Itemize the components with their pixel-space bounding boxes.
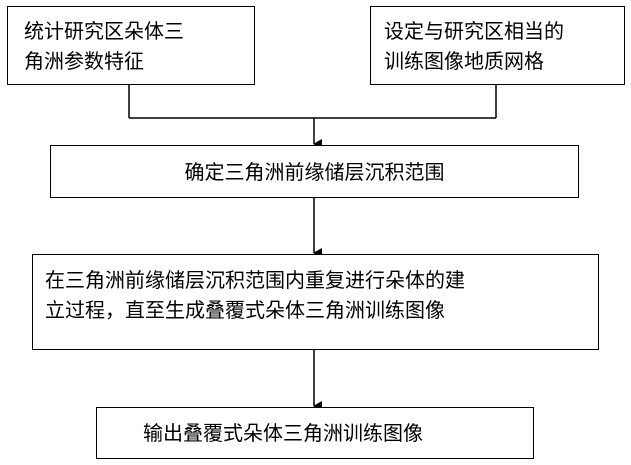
grid-box: 设定与研究区相当的 训练图像地质网格	[370, 6, 625, 85]
output-box: 输出叠覆式朵体三角洲训练图像	[96, 407, 534, 459]
range-box: 确定三角洲前缘储层沉积范围	[50, 145, 579, 198]
stats-box-line-1: 统计研究区朵体三	[24, 16, 254, 46]
build-box: 在三角洲前缘储层沉积范围内重复进行朵体的建 立过程，直至生成叠覆式朵体三角洲训练…	[32, 254, 599, 350]
build-box-line-1: 在三角洲前缘储层沉积范围内重复进行朵体的建	[45, 265, 598, 295]
output-box-text: 输出叠覆式朵体三角洲训练图像	[143, 418, 533, 448]
stats-box: 统计研究区朵体三 角洲参数特征	[7, 6, 255, 85]
range-box-text: 确定三角洲前缘储层沉积范围	[51, 157, 578, 187]
grid-box-line-1: 设定与研究区相当的	[384, 16, 624, 46]
stats-box-line-2: 角洲参数特征	[24, 46, 254, 76]
build-box-line-2: 立过程，直至生成叠覆式朵体三角洲训练图像	[45, 295, 598, 325]
grid-box-line-2: 训练图像地质网格	[384, 46, 624, 76]
